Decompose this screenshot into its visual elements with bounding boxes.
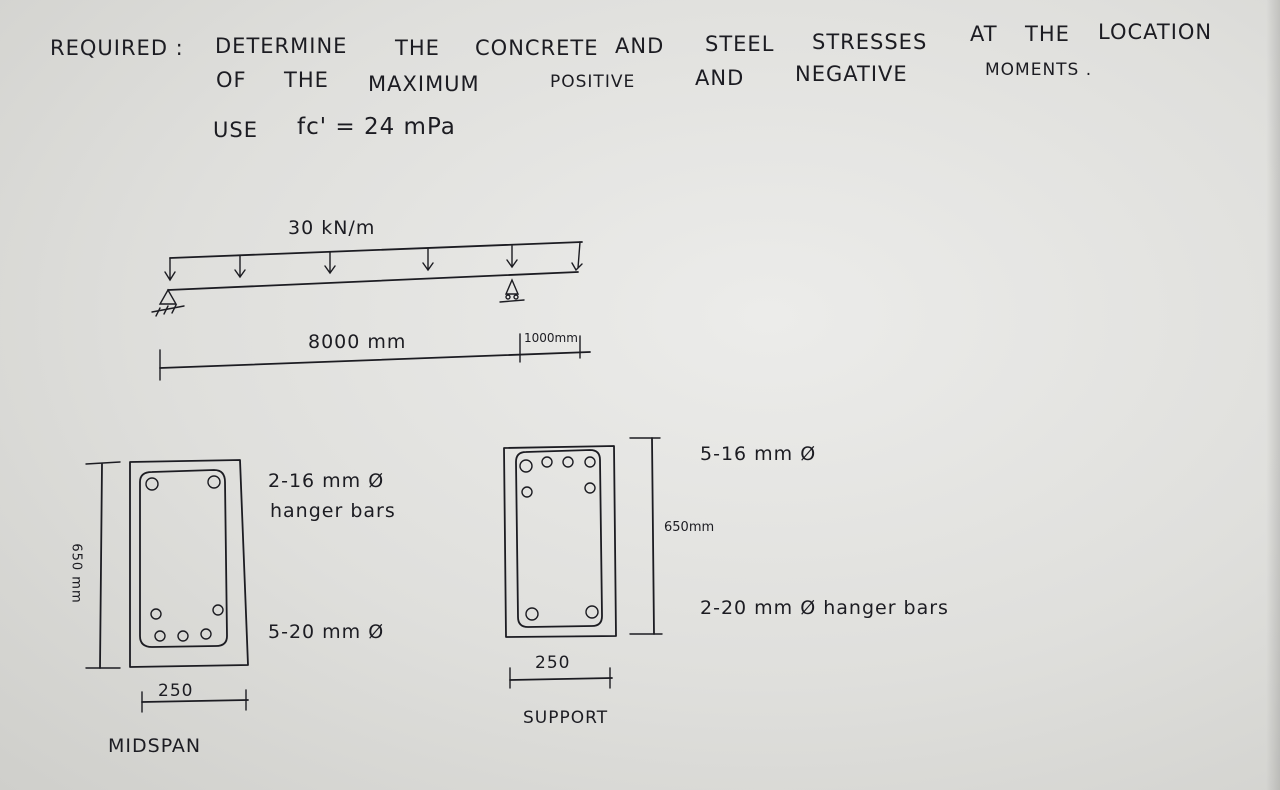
use-label: USE (213, 118, 258, 142)
line2-word-maximum: MAXIMUM (368, 72, 480, 96)
span-overhang-label: 1000mm (524, 331, 578, 345)
line2-word-negative: NEGATIVE (795, 62, 908, 86)
loaded-beam-diagram (151, 241, 591, 381)
line2-word-and: AND (695, 66, 745, 90)
line2-word-the: THE (284, 68, 329, 92)
midspan-bottom-bars-label: 5-20 mm Ø (268, 621, 385, 643)
midspan-hanger-note: hanger bars (270, 500, 396, 522)
support-section-drawing (503, 437, 663, 689)
midspan-top-bars-label: 2-16 mm Ø (268, 470, 385, 492)
support-height-label: 650mm (664, 520, 715, 535)
span-main-label: 8000 mm (308, 331, 407, 353)
support-width-label: 250 (535, 653, 571, 673)
midspan-section-drawing (85, 459, 249, 713)
midspan-width-label: 250 (158, 681, 194, 701)
line1-word-determine: DETERMINE (215, 34, 348, 58)
paper-edge-shadow (1266, 0, 1280, 790)
line1-word-and: AND (615, 34, 665, 58)
line1-word-at: AT (970, 22, 998, 46)
support-bottom-bars-label: 2-20 mm Ø hanger bars (700, 597, 949, 619)
line2-word-moments: MOMENTS . (985, 60, 1093, 80)
line2-word-positive: POSITIVE (550, 72, 636, 92)
required-label: REQUIRED : (50, 36, 184, 60)
support-top-bars-label: 5-16 mm Ø (700, 443, 817, 465)
line1-word-concrete: CONCRETE (475, 36, 599, 60)
line1-word-steel: STEEL (705, 32, 775, 56)
line1-word-the: THE (395, 36, 440, 60)
distributed-load-label: 30 kN/m (288, 217, 376, 239)
line1-word-location: LOCATION (1098, 20, 1213, 44)
line1-word-the-2: THE (1025, 22, 1070, 46)
midspan-caption: MIDSPAN (108, 735, 202, 757)
line2-word-of: OF (216, 68, 247, 92)
line1-word-stresses: STRESSES (812, 30, 928, 54)
fc-value: fc' = 24 mPa (297, 114, 456, 140)
support-caption: SUPPORT (523, 708, 609, 728)
